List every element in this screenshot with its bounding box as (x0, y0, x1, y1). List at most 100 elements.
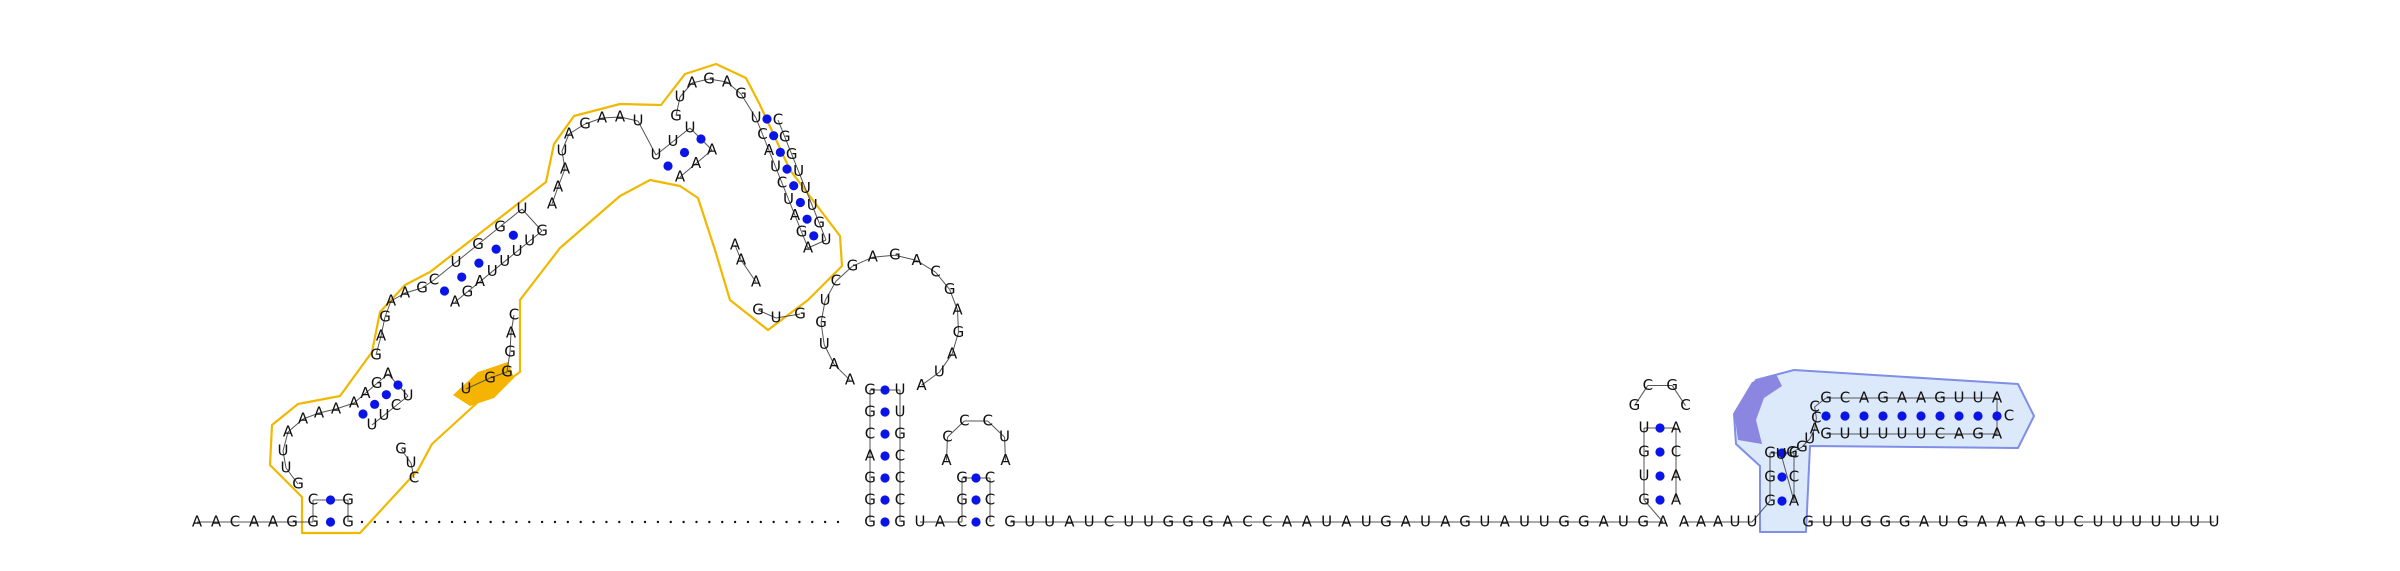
backbone-segment (1780, 454, 1795, 502)
nucleotide: G (815, 313, 827, 331)
nucleotide: G (1820, 425, 1832, 443)
nucleotide: G (956, 469, 968, 487)
base-pair-dot (880, 385, 890, 395)
linker-dot (412, 520, 415, 524)
nucleotide: U (1639, 419, 1650, 437)
backbone-segment (384, 300, 392, 318)
nucleotide: C (1104, 513, 1114, 531)
backbone-segment (521, 208, 543, 232)
nucleotide: A (1341, 513, 1352, 531)
nucleotide: U (1804, 429, 1815, 447)
base-pair-dot (679, 147, 690, 158)
backbone-segment (491, 261, 506, 272)
base-pair-dot (393, 380, 403, 390)
nucleotide: G (796, 222, 808, 240)
nucleotide: G (1764, 468, 1776, 486)
nucleotide: C (409, 469, 419, 487)
nucleotide: C (959, 411, 969, 429)
nucleotide: C (2004, 407, 2014, 425)
backbone-segment (947, 420, 965, 438)
base-pair-dot (491, 244, 501, 254)
linker-dot (437, 520, 441, 524)
backbone-segment (371, 414, 385, 426)
backbone-segment (477, 226, 501, 245)
backbone-segment (798, 171, 806, 189)
base-pair-dot (880, 517, 890, 527)
nucleotide: U (281, 459, 292, 477)
nucleotide: G (864, 403, 876, 421)
nucleotide: A (751, 273, 762, 291)
blue-highlight-region (1733, 369, 2035, 533)
nucleotide: A (547, 195, 558, 213)
nucleotide: U (793, 162, 804, 180)
nucleotide: U (524, 232, 535, 250)
backbone-segment (1004, 437, 1006, 461)
nucleotide: A (475, 272, 486, 290)
backbone-segment (380, 316, 386, 337)
backbone-segment (777, 119, 786, 138)
nucleotide: G (670, 107, 682, 125)
linker-dot (772, 520, 775, 524)
backbone-segment (801, 231, 809, 249)
nucleotide: A (707, 141, 718, 159)
nucleotide: A (829, 355, 840, 373)
nucleotide: G (1796, 438, 1808, 456)
nucleotide: U (1938, 513, 1949, 531)
backbone-segment (811, 205, 820, 224)
nucleotide: C (391, 396, 401, 414)
linker-dot (592, 520, 595, 524)
nucleotide: U (1479, 513, 1490, 531)
nucleotide: C (865, 425, 875, 443)
backbone-segment (781, 182, 789, 200)
nucleotide: U (1143, 513, 1154, 531)
linker-dot (630, 520, 634, 524)
nucleotide: A (1658, 513, 1669, 531)
nucleotide: C (895, 469, 905, 487)
nucleotide: G (944, 280, 956, 298)
nucleotide: A (1671, 419, 1682, 437)
orange-highlight-outline (268, 62, 844, 535)
nucleotide: U (1639, 467, 1650, 485)
backbone-segment (516, 240, 530, 252)
nucleotide: U (487, 262, 498, 280)
nucleotide: A (1996, 513, 2007, 531)
backbone-segment (726, 81, 742, 95)
base-pair-dot (795, 197, 805, 208)
base-pair-dot (1777, 496, 1787, 506)
linker-dot (682, 520, 685, 524)
nucleotide: G (1162, 513, 1174, 531)
backbone-segment (823, 344, 835, 365)
nucleotide: G (779, 128, 791, 146)
nucleotide: U (999, 428, 1010, 446)
base-pair-dot (1777, 448, 1787, 458)
nucleotide: C (1935, 425, 1945, 443)
backbone-segment (282, 431, 289, 452)
linker-dot (643, 520, 647, 524)
backbone-segment (672, 127, 691, 142)
nucleotide: A (1919, 513, 1930, 531)
nucleotide: G (1880, 513, 1892, 531)
backbone-segment (506, 351, 511, 373)
nucleotide: G (416, 279, 428, 297)
linker-dot (450, 520, 454, 524)
base-pair-dot (880, 451, 890, 461)
nucleotide: G (1899, 513, 1911, 531)
base-pair-dot (971, 517, 981, 527)
nucleotide: U (2093, 513, 2104, 531)
nucleotide: U (461, 380, 472, 398)
nucleotide: U (499, 252, 510, 270)
nucleotide: A (1992, 425, 2003, 443)
backbone-segment (318, 408, 337, 414)
backbone-segment (784, 136, 793, 155)
nucleotide: C (1242, 513, 1252, 531)
nucleotide: C (1262, 513, 1272, 531)
nucleotide: G (894, 425, 906, 443)
nucleotide: C (2073, 513, 2083, 531)
nucleotide: U (1859, 425, 1870, 443)
base-pair-dot (782, 164, 792, 174)
nucleotide: A (383, 365, 394, 383)
base-pair-dot (1954, 411, 1964, 421)
backbone-segment (637, 120, 657, 156)
base-pair-layer (325, 114, 2002, 527)
nucleotide: A (1810, 419, 1821, 437)
